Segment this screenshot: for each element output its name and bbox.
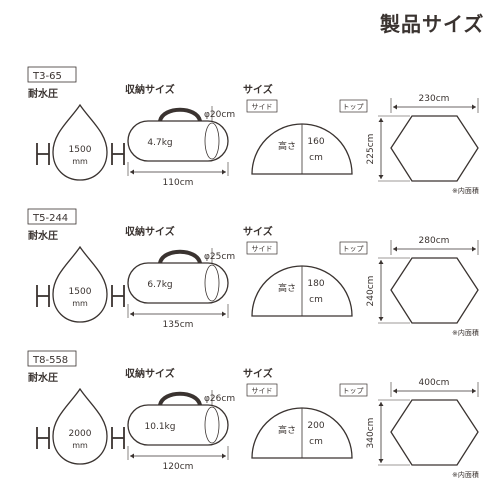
inner-area-note: ※内面積 — [452, 186, 479, 195]
bag-length-arrow — [130, 453, 226, 459]
bag-handle — [158, 249, 202, 265]
water-pressure-value: 1500 — [69, 287, 92, 297]
bag-length: 135cm — [163, 320, 194, 330]
top-badge — [339, 241, 368, 255]
bag-length: 120cm — [163, 462, 194, 472]
top-width: 400cm — [419, 378, 450, 388]
top-label: トップ — [343, 387, 364, 395]
size-label: サイズ — [243, 83, 273, 96]
side-label: サイド — [252, 103, 273, 111]
side-label: サイド — [252, 387, 273, 395]
pole-left-icon — [36, 143, 50, 165]
bag-weight: 6.7kg — [147, 280, 172, 290]
tent-height-value: 200 — [307, 421, 324, 431]
page-title: 製品サイズ — [380, 12, 485, 36]
top-depth: 225cm — [366, 134, 376, 165]
top-depth-arrow — [378, 260, 384, 321]
water-resistance-label: 耐水圧 — [28, 371, 58, 384]
product-section: T3-65 耐水圧 収納サイズ サイズ 1500 mm 4.7kg φ20cm 110cm サイド… — [27, 66, 479, 195]
water-pressure-unit: mm — [72, 299, 88, 308]
water-drop-icon — [52, 387, 108, 465]
water-resistance-label: 耐水圧 — [28, 87, 58, 100]
size-label: サイズ — [243, 367, 273, 380]
model-badge — [27, 208, 77, 225]
inner-area-note: ※内面積 — [452, 470, 479, 479]
top-depth-arrow — [378, 402, 384, 463]
top-width-arrow — [393, 104, 476, 110]
side-dome — [251, 265, 353, 317]
height-label: 高さ — [278, 140, 296, 152]
pole-left-icon — [36, 427, 50, 449]
tent-height-unit: cm — [309, 153, 323, 163]
model-badge — [27, 66, 77, 83]
pole-right-icon — [111, 143, 125, 165]
inner-area-note: ※内面積 — [452, 328, 479, 337]
bag-weight: 10.1kg — [145, 422, 176, 432]
water-drop-icon — [52, 103, 108, 181]
top-hexagon — [390, 399, 479, 466]
model-code: T3-65 — [32, 71, 62, 82]
bag-end — [204, 264, 220, 302]
storage-size-label: 収納サイズ — [125, 367, 175, 380]
bag-handle — [158, 391, 202, 407]
top-label: トップ — [343, 245, 364, 253]
top-width-arrow — [393, 246, 476, 252]
bag-length: 110cm — [163, 178, 194, 188]
water-pressure-unit: mm — [72, 157, 88, 166]
top-hexagon — [390, 257, 479, 324]
bag-diameter: φ25cm — [204, 252, 235, 262]
pole-right-icon — [111, 427, 125, 449]
top-depth: 240cm — [366, 276, 376, 307]
height-label: 高さ — [278, 282, 296, 294]
bag-end — [204, 406, 220, 444]
product-section: T5-244 耐水圧 収納サイズ サイズ 1500 mm 6.7kg φ25cm 135cm サイ… — [27, 208, 479, 337]
model-code: T8-558 — [32, 355, 68, 366]
product-section: T8-558 耐水圧 収納サイズ サイズ 2000 mm 10.1kg φ26cm 120cm サ… — [27, 350, 479, 479]
water-pressure-unit: mm — [72, 441, 88, 450]
top-label: トップ — [343, 103, 364, 111]
pole-right-icon — [111, 285, 125, 307]
bag-diameter: φ20cm — [204, 110, 235, 120]
bag-handle — [158, 107, 202, 123]
storage-size-label: 収納サイズ — [125, 83, 175, 96]
side-badge — [246, 241, 278, 255]
bag-weight: 4.7kg — [147, 138, 172, 148]
size-label: サイズ — [243, 225, 273, 238]
top-depth: 340cm — [366, 418, 376, 449]
model-badge — [27, 350, 77, 367]
tent-height-unit: cm — [309, 437, 323, 447]
top-hexagon — [390, 115, 479, 182]
tent-height-value: 160 — [307, 137, 324, 147]
tent-height-unit: cm — [309, 295, 323, 305]
storage-size-label: 収納サイズ — [125, 225, 175, 238]
water-drop-icon — [52, 245, 108, 323]
water-pressure-value: 2000 — [69, 429, 92, 439]
storage-bag — [127, 404, 229, 446]
top-width: 230cm — [419, 94, 450, 104]
top-depth-arrow — [378, 118, 384, 179]
side-badge — [246, 383, 278, 397]
bag-length-arrow — [130, 169, 226, 175]
storage-bag — [127, 262, 229, 304]
height-label: 高さ — [278, 424, 296, 436]
top-width-arrow — [393, 388, 476, 394]
top-badge — [339, 99, 368, 113]
bag-length-arrow — [130, 311, 226, 317]
side-label: サイド — [252, 245, 273, 253]
pole-left-icon — [36, 285, 50, 307]
side-dome — [251, 123, 353, 175]
bag-diameter: φ26cm — [204, 394, 235, 404]
top-badge — [339, 383, 368, 397]
tent-height-value: 180 — [307, 279, 324, 289]
side-dome — [251, 407, 353, 459]
side-badge — [246, 99, 278, 113]
top-width: 280cm — [419, 236, 450, 246]
model-code: T5-244 — [32, 213, 68, 224]
storage-bag — [127, 120, 229, 162]
bag-end — [204, 122, 220, 160]
water-resistance-label: 耐水圧 — [28, 229, 58, 242]
water-pressure-value: 1500 — [69, 145, 92, 155]
